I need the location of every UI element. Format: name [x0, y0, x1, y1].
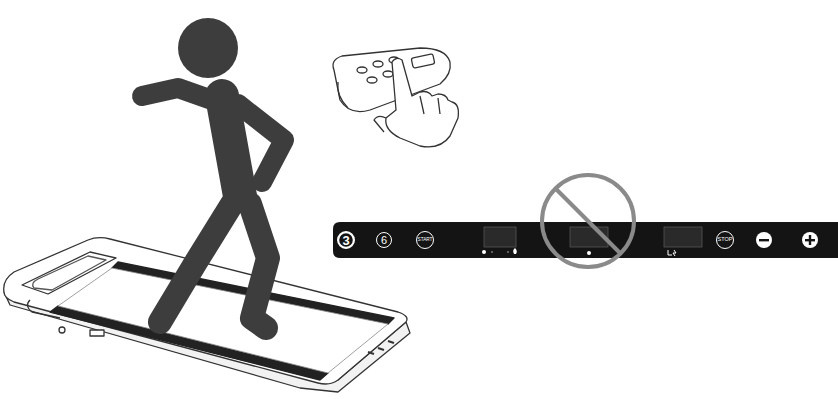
prohibition-sign — [542, 175, 634, 267]
panel-button: 3 — [337, 231, 355, 249]
panel-button: START — [416, 231, 434, 249]
panel-button: STOP — [716, 231, 734, 249]
button-label: 6 — [381, 235, 387, 246]
control-panel — [333, 222, 838, 258]
button-label: 3 — [342, 234, 349, 247]
walking-figure — [142, 18, 284, 328]
button-label: START — [418, 238, 433, 243]
button-label: STOP — [718, 237, 733, 243]
panel-button: 6 — [376, 232, 392, 248]
pressing-hand — [374, 58, 458, 146]
